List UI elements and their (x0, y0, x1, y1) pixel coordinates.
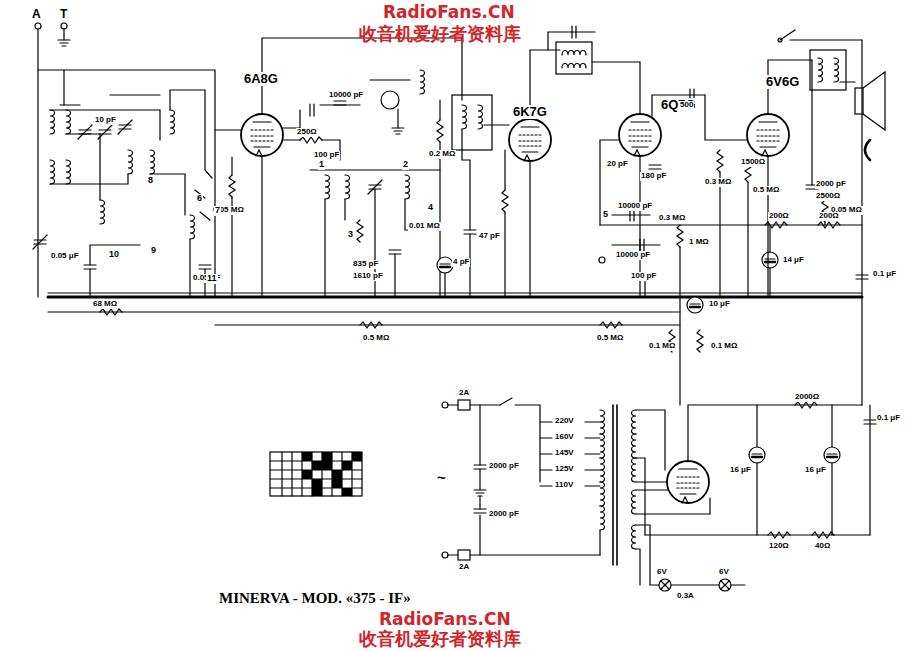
callout-number: ~ (436, 470, 447, 487)
component-value: 500 (679, 101, 694, 110)
component-value: 200Ω (768, 212, 790, 221)
component-value: 40Ω (814, 542, 831, 551)
tube-label: 6A8G (243, 72, 279, 86)
component-value: 2A (458, 389, 470, 398)
component-value: 2000 pF (488, 462, 520, 471)
component-value: 10000 pF (617, 202, 653, 211)
callout-number: 11 (206, 274, 218, 284)
component-value: 220V (554, 417, 575, 426)
component-value: 0.1 MΩ (710, 342, 738, 351)
component-value: 0.3 MΩ (704, 178, 732, 187)
terminal-label: T (59, 8, 68, 21)
watermark: 收音机爱好者资料库 (358, 24, 522, 44)
component-value: 100 pF (630, 272, 657, 281)
component-value: 1500Ω (740, 158, 766, 167)
component-value: 6V (656, 568, 668, 577)
component-value: 1610 pF (352, 272, 384, 281)
component-value: 0.5 MΩ (596, 334, 624, 343)
tube-label: 6K7G (512, 105, 548, 119)
component-value: 2A (458, 563, 470, 572)
component-value: 100 pF (313, 151, 340, 160)
component-value: 2000 pF (488, 510, 520, 519)
callout-number: 1 (318, 160, 325, 170)
component-value: 180 pF (640, 172, 667, 181)
callout-number: 8 (147, 176, 154, 186)
terminal-label: A (31, 8, 42, 21)
component-value: 4 pF (452, 258, 470, 267)
callout-number: 5 (602, 210, 609, 220)
component-value: 0.1 MΩ (648, 342, 676, 351)
component-value: 6V (718, 568, 730, 577)
component-value: 0.3 MΩ (658, 214, 686, 223)
component-value: 160V (554, 433, 575, 442)
component-value: 0.01 MΩ (408, 222, 441, 231)
callout-number: 3 (347, 230, 354, 240)
tube-label: 6V6G (765, 75, 800, 89)
callout-number: 2 (402, 160, 409, 170)
component-value: 14 μF (782, 256, 805, 265)
component-value: 2000 pF (815, 180, 847, 189)
component-value: 0.5 MΩ (752, 186, 780, 195)
component-value: 0.3A (676, 592, 695, 601)
callout-number: 4 (427, 203, 434, 213)
component-value: 250Ω (296, 128, 318, 137)
watermark: RadioFans.CN (382, 3, 516, 22)
caption: MINERVA - MOD. «375 - IF» (218, 590, 412, 607)
watermark: RadioFans.CN (378, 610, 512, 629)
callout-number: 10 (108, 250, 120, 260)
component-value: 0.1 μF (876, 414, 901, 423)
component-value: 835 pF (352, 260, 379, 269)
callout-number: 6 (196, 194, 203, 204)
component-value: 10000 pF (328, 91, 364, 100)
component-value: 0.05 μF (50, 252, 80, 261)
component-value: 2000Ω (794, 393, 820, 402)
component-value: 1 MΩ (688, 238, 710, 247)
watermark: 收音机爱好者资料库 (358, 629, 522, 649)
component-value: 10 μF (708, 300, 731, 309)
component-value: 110V (554, 481, 574, 490)
component-value: 20 pF (606, 160, 629, 169)
component-value: 68 MΩ (92, 300, 118, 309)
component-value: 16 μF (729, 466, 752, 475)
component-value: 145V (554, 449, 575, 458)
component-value: 120Ω (768, 542, 790, 551)
component-value: 200Ω (818, 212, 840, 221)
component-value: 47 pF (478, 232, 501, 241)
component-value: 10000 pF (615, 251, 651, 260)
component-value: 10 pF (94, 116, 117, 125)
component-value: 16 μF (804, 466, 827, 475)
callout-number: 7 (214, 206, 221, 216)
component-value: 0.1 μF (872, 270, 897, 279)
component-value: 0.2 MΩ (428, 150, 456, 159)
component-value: 125V (554, 465, 575, 474)
component-value: 2500Ω (815, 192, 841, 201)
component-value: 0.5 MΩ (362, 334, 390, 343)
callout-number: 9 (150, 246, 157, 256)
